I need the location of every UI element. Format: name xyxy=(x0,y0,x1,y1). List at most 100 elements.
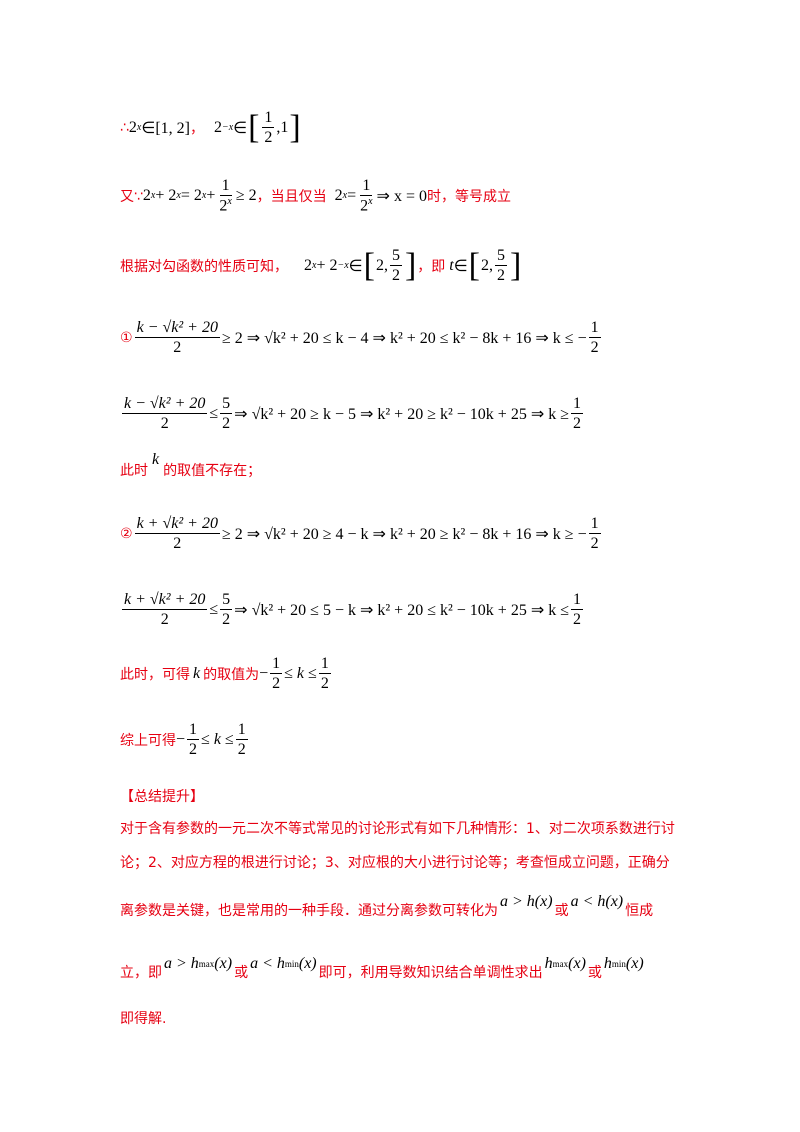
bracket: [ xyxy=(248,108,260,146)
frac-den: 2 xyxy=(173,339,182,357)
math-token: (x) xyxy=(625,955,644,972)
text: 或 xyxy=(234,965,249,981)
math-token: 2 xyxy=(304,256,312,274)
frac-num: 1 xyxy=(588,514,601,535)
frac-den: 2 xyxy=(272,675,281,693)
text: 综上可得 xyxy=(120,732,176,749)
summary-line-5: 即得解. xyxy=(120,1011,167,1027)
math-token: 2 xyxy=(219,197,228,215)
frac-den: 2 xyxy=(391,267,400,285)
frac-den: 2x xyxy=(217,196,233,216)
math-sup: x xyxy=(136,122,142,134)
frac-den: 2 xyxy=(573,611,582,629)
frac-den: 2 xyxy=(173,535,182,553)
bracket: ] xyxy=(404,246,417,284)
case-marker: ② xyxy=(120,525,133,542)
math-token: h xyxy=(603,955,612,972)
text: ，即 xyxy=(417,258,446,275)
frac-num: 5 xyxy=(220,590,233,611)
frac-den: 2 xyxy=(496,267,505,285)
math-token: a < h(x) xyxy=(570,893,624,910)
text: 此时，可得 xyxy=(120,666,190,683)
frac-num: 1 xyxy=(571,590,584,611)
frac-num: k + √k² + 20 xyxy=(122,590,208,611)
math-token: k xyxy=(152,451,160,468)
frac-den: 2 xyxy=(320,675,329,693)
frac-den: 2 xyxy=(590,535,599,553)
math-token: a < h xyxy=(250,955,285,972)
math-token: (x) xyxy=(568,955,586,972)
math-token: ≤ xyxy=(209,600,219,618)
math-sup: x xyxy=(312,260,317,272)
math-token: ∈[1, 2] xyxy=(141,119,190,137)
text: 时，等号成立 xyxy=(426,188,511,205)
bracket: [ xyxy=(363,246,375,284)
math-token: (x) xyxy=(298,955,317,972)
math-token: 2 xyxy=(128,118,137,136)
math-token: 2 xyxy=(334,186,343,204)
math-token: a > h xyxy=(164,955,199,972)
frac-num: k − √k² + 20 xyxy=(122,394,208,415)
bracket: ] xyxy=(289,108,301,146)
frac-num: 1 xyxy=(262,108,275,129)
frac-den: 2 xyxy=(189,741,198,759)
frac-num: k + √k² + 20 xyxy=(134,514,220,535)
frac-den: 2 xyxy=(590,339,599,357)
math-token: ∈ xyxy=(348,257,363,275)
text: 立，即 xyxy=(120,965,162,981)
math-token: ≤ xyxy=(209,404,219,422)
frac-num: 1 xyxy=(588,318,601,339)
frac-den: 2 xyxy=(237,741,246,759)
case-marker: ① xyxy=(120,329,133,346)
line-no-k: 此时 k 的取值不存在； xyxy=(120,451,262,480)
frac-num: 5 xyxy=(389,246,402,267)
frac-den: 2 xyxy=(222,415,231,433)
text: 的取值不存在； xyxy=(163,463,262,479)
summary-line-2: 论；2、对应方程的根进行讨论；3、对应根的大小进行讨论等；考查恒成立问题，正确分 xyxy=(120,855,670,871)
frac-num: 1 xyxy=(318,654,331,675)
math-sub: max xyxy=(198,959,215,969)
math-token: ≤ k ≤ xyxy=(284,664,317,682)
frac-den: 2 xyxy=(222,611,231,629)
math-token: 2 xyxy=(360,197,369,215)
math-sub: max xyxy=(552,959,569,969)
math-token: ,1 xyxy=(276,118,289,136)
summary-heading: 【总结提升】 xyxy=(120,789,204,805)
text: 或 xyxy=(554,903,569,919)
math-token: t xyxy=(449,256,454,274)
frac-num: 1 xyxy=(270,654,283,675)
math-token: (x) xyxy=(214,955,233,972)
math-token: k xyxy=(193,664,201,682)
math-token: ⇒ x = 0 xyxy=(376,187,427,205)
math-token: = 2 xyxy=(180,186,202,204)
text: 恒成 xyxy=(625,903,654,919)
text: 的取值为 xyxy=(203,666,260,683)
math-token: + 2 xyxy=(155,186,177,204)
text: 根据对勾函数的性质可知， xyxy=(120,258,288,275)
text: 即可，利用导数知识结合单调性求出 xyxy=(318,965,543,981)
